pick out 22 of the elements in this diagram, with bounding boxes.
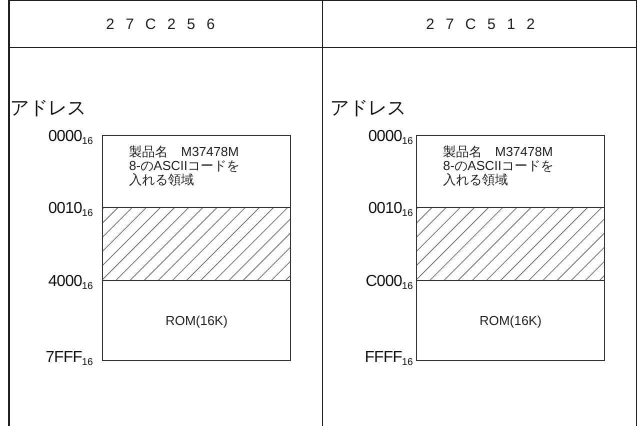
memory-block bbox=[416, 135, 605, 208]
address-label: C000$_{16}$ bbox=[366, 273, 413, 292]
hatched-area bbox=[102, 207, 291, 281]
address-label: 0010$_{16}$ bbox=[368, 200, 413, 219]
memory-block bbox=[102, 135, 291, 208]
address-heading: アドレス bbox=[330, 97, 406, 121]
block-text: ROM(16K) bbox=[479, 314, 542, 328]
address-label: 0000$_{16}$ bbox=[368, 128, 413, 147]
address-label: 0010$_{16}$ bbox=[48, 200, 93, 219]
address-heading: アドレス bbox=[10, 97, 86, 121]
block-text: ROM(16K) bbox=[165, 314, 228, 328]
memory-block bbox=[416, 280, 605, 361]
address-label: 7FFF$_{16}$ bbox=[46, 349, 93, 368]
block-text: 製品名 M37478M8-のASCIIコードを入れる領域 bbox=[129, 145, 241, 187]
address-label: FFFF$_{16}$ bbox=[364, 349, 413, 368]
block-text: 製品名 M37478M8-のASCIIコードを入れる領域 bbox=[443, 145, 555, 187]
hatched-area bbox=[416, 207, 605, 281]
address-label: 0000$_{16}$ bbox=[48, 128, 93, 147]
address-label: 4000$_{16}$ bbox=[48, 273, 93, 292]
column-header: 27C512 bbox=[426, 16, 546, 33]
memory-block bbox=[102, 280, 291, 361]
column-header: 27C256 bbox=[106, 16, 226, 33]
